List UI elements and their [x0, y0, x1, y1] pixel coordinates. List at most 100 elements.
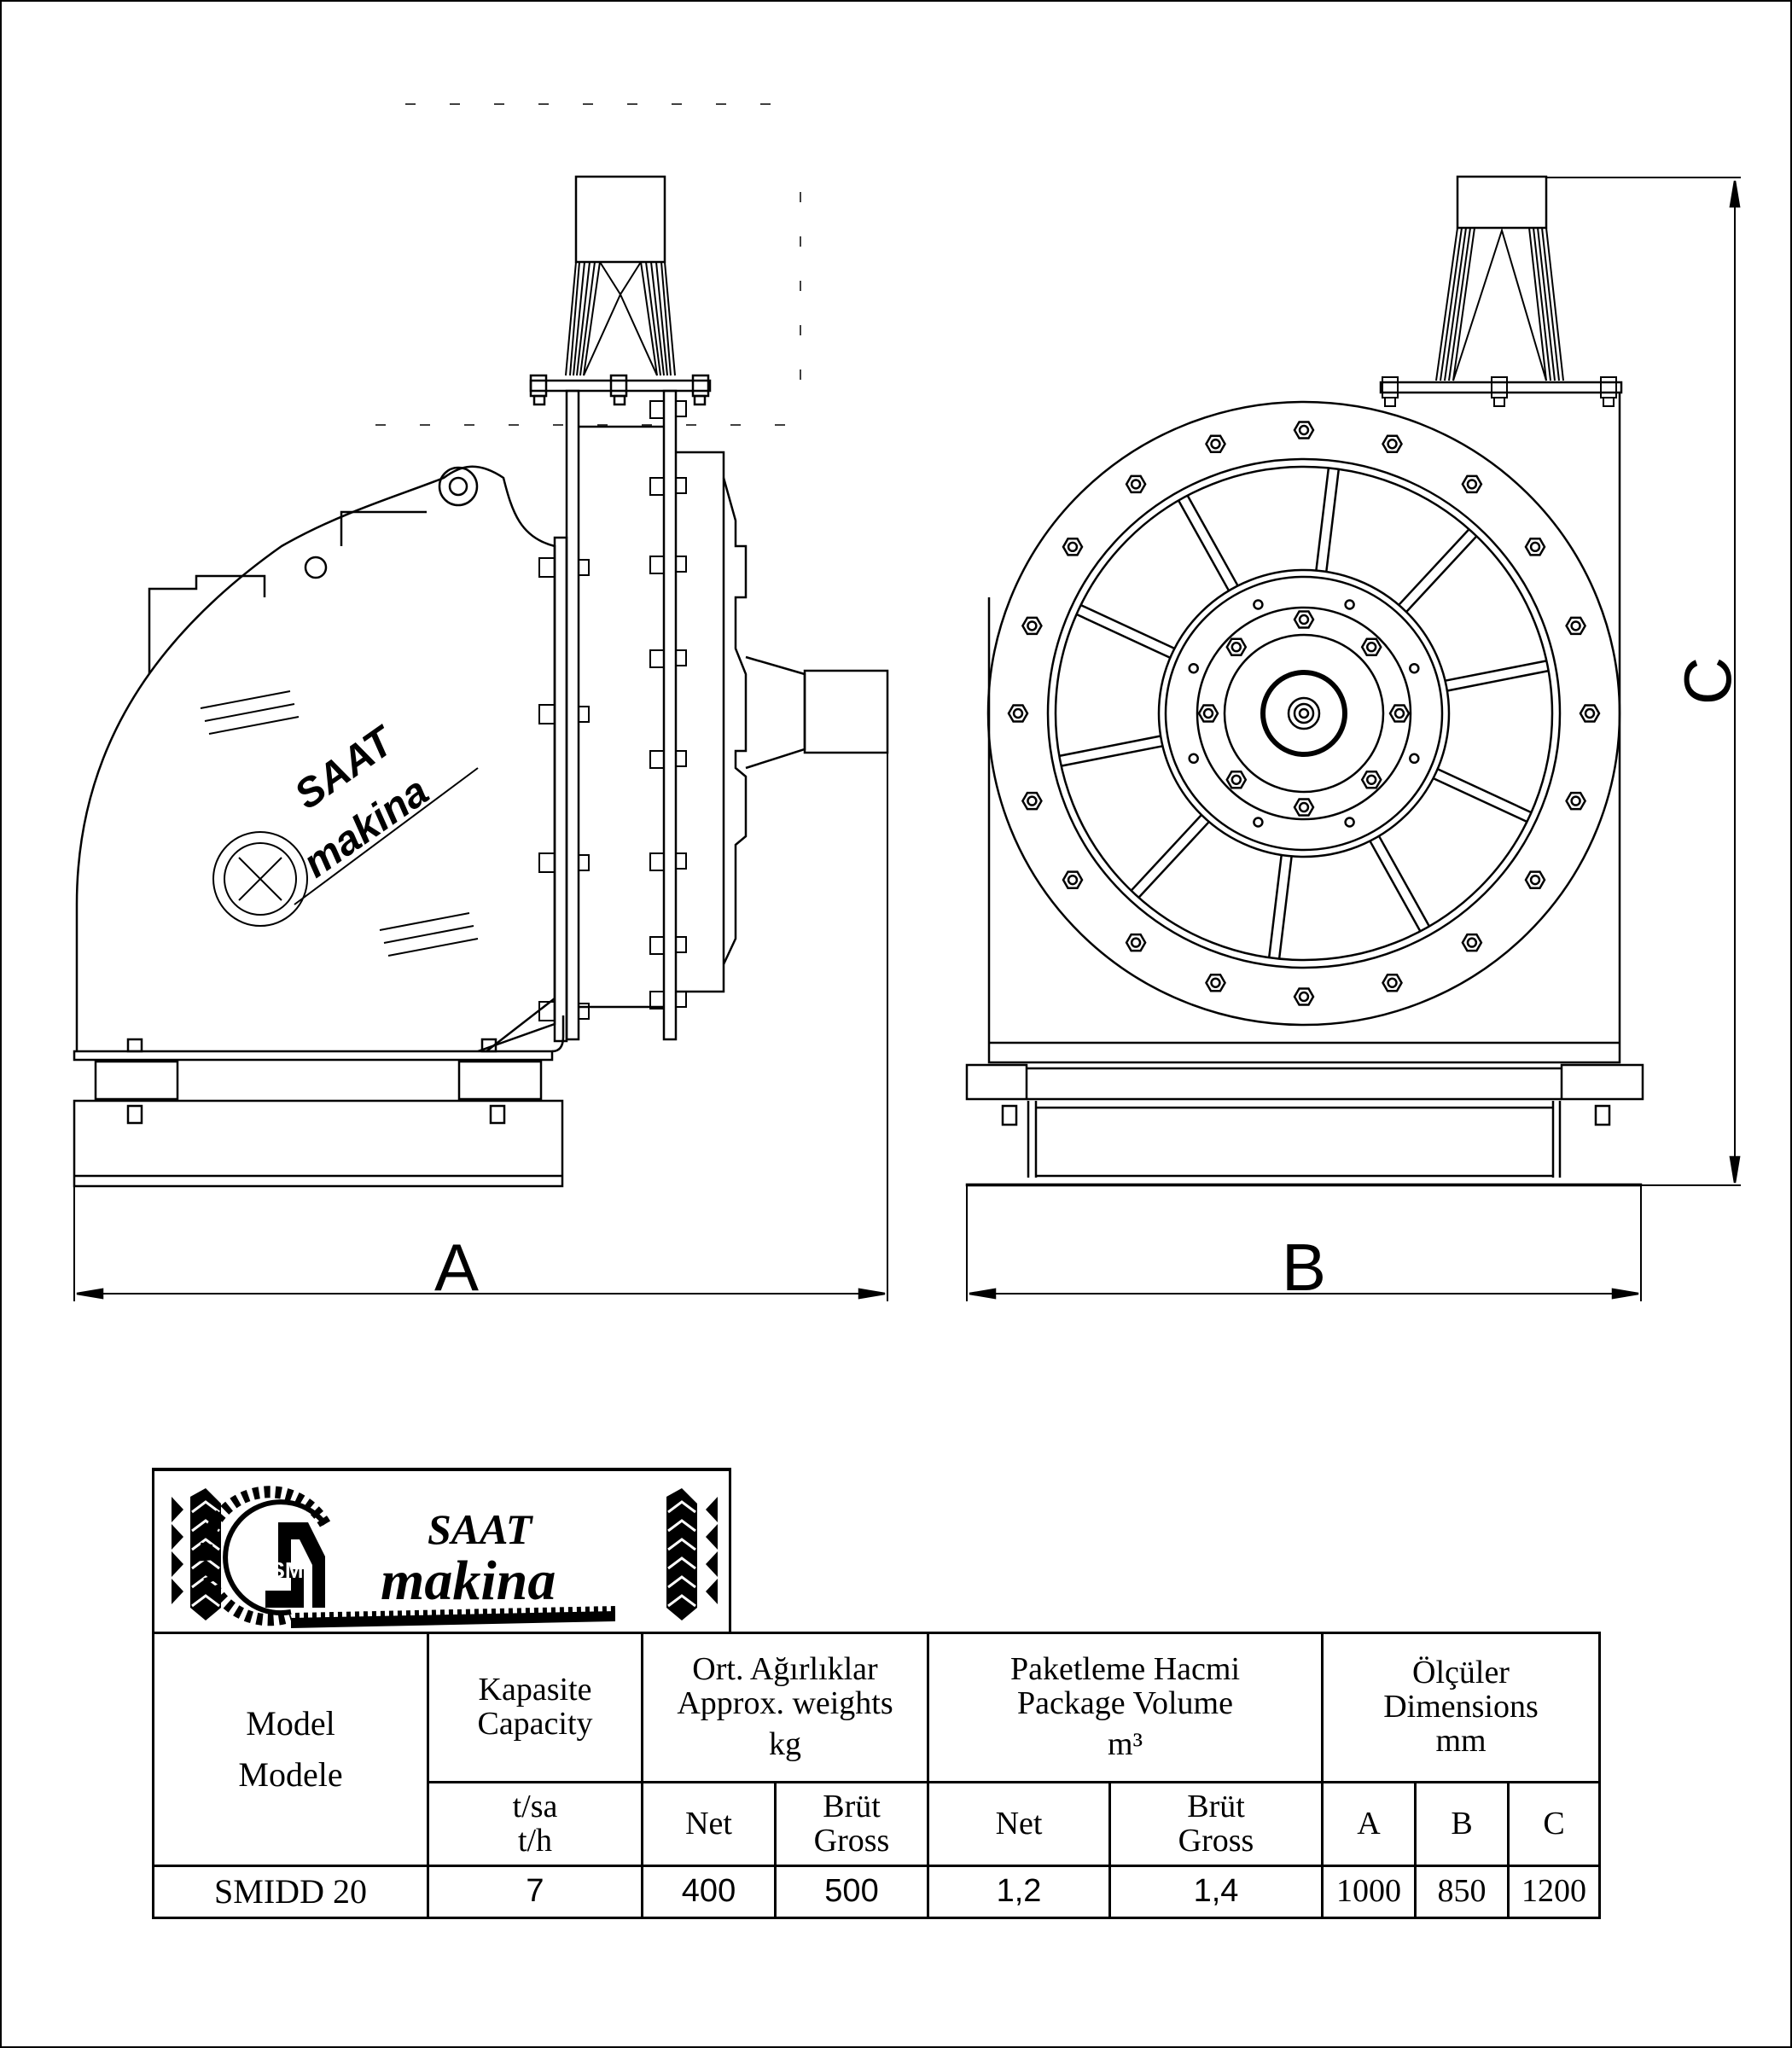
hub-bolt-hole: [1365, 774, 1377, 785]
flange-bolt-hole: [1387, 439, 1398, 450]
flange-bolt-hole: [1130, 479, 1142, 490]
hopper-funnel-front: [1435, 227, 1564, 381]
flange-bolt-hole: [1067, 541, 1079, 553]
spec-table: Model Modele Kapasite Capacity Ort. Ağır…: [152, 1632, 1601, 1919]
flange-bolt: [1293, 987, 1315, 1006]
flange-bolt: [1205, 434, 1226, 454]
flange-bolt-hole: [1570, 620, 1581, 631]
lifting-ring: [304, 556, 328, 579]
flange-bolt: [1579, 704, 1601, 723]
dim-a-arrows: [76, 1288, 886, 1300]
spoke: [1075, 613, 1171, 659]
foot-pad-right: [457, 1060, 543, 1101]
subheader-volume-gross: Brüt Gross: [1108, 1781, 1324, 1867]
lifting-eye: [438, 466, 479, 507]
header-dimensions-unit: mm: [1435, 1722, 1487, 1759]
cell-volume-net: 1,2: [927, 1865, 1111, 1919]
flange-bolt: [1382, 973, 1403, 992]
hub-hole: [1409, 753, 1420, 765]
flange-bolt: [1524, 870, 1546, 889]
hub-bolt-hole: [1231, 774, 1242, 785]
foot-pad-front-left: [965, 1063, 1028, 1101]
dim-c-arrows: [1729, 180, 1741, 1184]
header-model: Model Modele: [152, 1632, 429, 1867]
header-capacity-en: Capacity: [477, 1706, 593, 1742]
flange-bolt-hole: [1529, 874, 1541, 886]
flange-bolt: [1021, 791, 1043, 811]
base-frame: [73, 1099, 564, 1188]
hub-hole: [1344, 817, 1355, 828]
flange-bolt: [1461, 474, 1483, 494]
construction-lines: [375, 103, 802, 426]
flange-bolt-hole: [1210, 439, 1221, 450]
header-volume: Paketleme Hacmi Package Volume m³: [927, 1632, 1324, 1783]
flange-bolt-hole: [1067, 874, 1079, 886]
front-housing: [987, 393, 1621, 1064]
flange-bolt: [1293, 421, 1315, 439]
front-channel: [1027, 1101, 1562, 1178]
saat-makina-logo: SM SAAT makina: [172, 1486, 718, 1628]
dim-b-arrows: [969, 1288, 1639, 1300]
flange-bolt-hole: [1130, 937, 1142, 948]
logo-line1: SAAT: [428, 1505, 534, 1553]
flange-bolt-hole: [1570, 795, 1581, 806]
spoke: [1178, 499, 1231, 591]
motor-box: [148, 574, 266, 674]
header-volume-en: Package Volume: [1017, 1685, 1233, 1722]
cell-weight-net: 400: [641, 1865, 777, 1919]
outlet-duct: [803, 669, 889, 754]
flange-bolt: [1565, 791, 1587, 811]
spoke: [1267, 854, 1283, 958]
header-dimensions-en: Dimensions: [1383, 1689, 1539, 1725]
flange-bolt: [1125, 933, 1147, 952]
logo-box: SM SAAT makina: [152, 1468, 731, 1633]
hub-hole: [1188, 662, 1199, 674]
flange-bolt-hole: [1529, 541, 1541, 553]
spoke: [1186, 494, 1239, 586]
outlet-cone: [745, 655, 806, 770]
spoke: [1059, 735, 1161, 758]
flange-bolt: [1125, 474, 1147, 494]
foot-pad-front-right: [1560, 1063, 1644, 1101]
flange-bolt-hole: [1466, 937, 1478, 948]
logo-line2: makina: [381, 1550, 556, 1612]
top-flange: [529, 379, 712, 393]
spoke: [1061, 745, 1163, 767]
technical-drawing: SAAT makina A: [73, 103, 1745, 1305]
header-weights-en: Approx. weights: [677, 1685, 893, 1722]
cell-model: SMIDD 20: [152, 1865, 429, 1919]
flange-bolt-hole: [1584, 707, 1596, 719]
rotor-profile: [722, 477, 748, 965]
flange-bolt-hole: [1466, 479, 1478, 490]
body-emboss-logo: SAAT makina: [200, 690, 479, 957]
subheader-weight-net: Net: [641, 1781, 777, 1867]
weight-gross-tr: Brüt: [823, 1788, 881, 1824]
cell-dim-c: 1200: [1507, 1865, 1601, 1919]
header-dimensions-tr: Ölçüler: [1412, 1655, 1510, 1691]
subheader-weight-gross: Brüt Gross: [774, 1781, 929, 1867]
hub-hole: [1344, 599, 1355, 610]
flange-bolt-hole: [1027, 620, 1038, 631]
top-flange-bolts-front: [1382, 376, 1617, 407]
flange-bolt: [1565, 616, 1587, 636]
hub-bolt: [1197, 704, 1219, 723]
spoke: [1315, 468, 1330, 571]
flange-bolt: [1062, 538, 1084, 556]
subheader-row: t/sa t/h Net Brüt Gross Net Brüt Gross A…: [154, 1781, 1601, 1867]
dim-b-label: B: [1282, 1230, 1326, 1305]
mill-body: [75, 465, 556, 1053]
side-view: SAAT makina A: [73, 103, 889, 1305]
flange-bolt: [1205, 973, 1226, 992]
sm-monogram-icon: SM: [265, 1522, 325, 1608]
hub-bolt: [1225, 637, 1248, 656]
top-flange-front: [1379, 381, 1623, 394]
hub-bolt-hole: [1298, 614, 1310, 625]
cell-dim-b: 850: [1414, 1865, 1510, 1919]
monogram-text: SM: [271, 1557, 304, 1583]
hub-bolt-hole: [1393, 707, 1405, 719]
foot-pad-left: [94, 1060, 179, 1101]
header-capacity-tr: Kapasite: [478, 1672, 592, 1708]
subheader-dim-b: B: [1414, 1781, 1510, 1867]
flange-bolt-hole: [1387, 977, 1398, 988]
header-volume-tr: Paketleme Hacmi: [1009, 1651, 1241, 1688]
